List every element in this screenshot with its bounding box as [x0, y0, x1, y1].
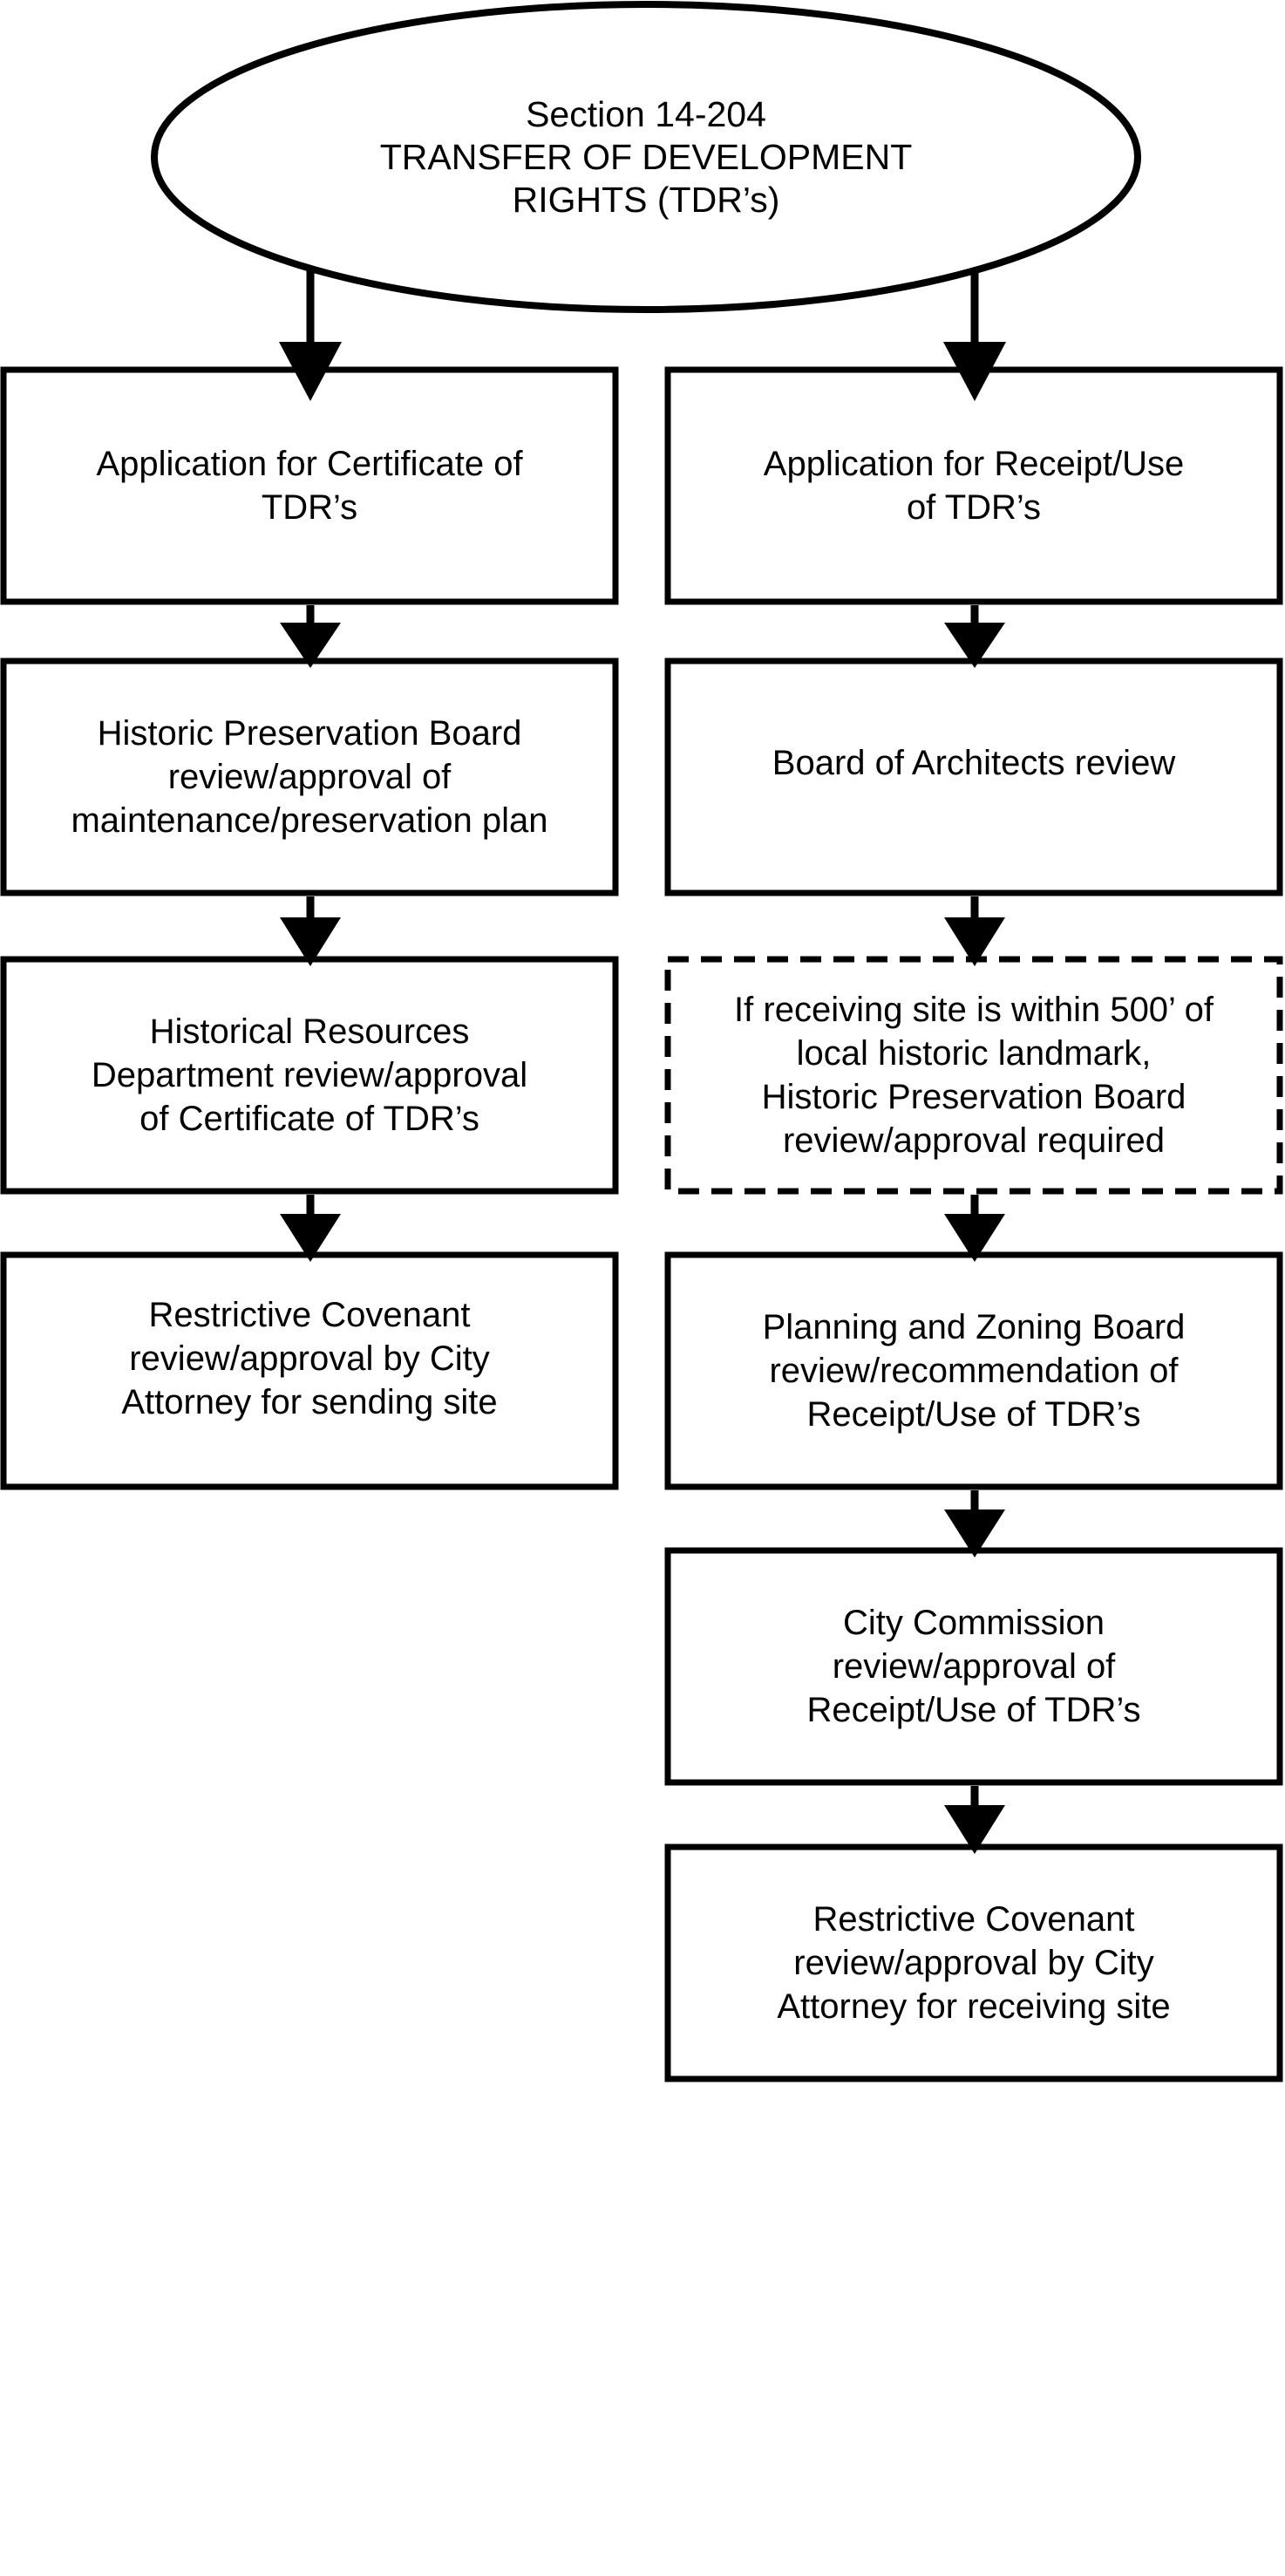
receiving-step-1-label: Application for Receipt/Use of TDR’s: [763, 445, 1185, 527]
sending-step-3-label: Historical Resources Department review/a…: [91, 1012, 528, 1138]
connector-sending-3-4: [280, 1195, 341, 1262]
connector-receiving-5-6: [944, 1786, 1005, 1854]
receiving-step-5-label: City Commission review/approval of Recei…: [806, 1604, 1141, 1729]
connector-sending-2-3: [280, 896, 341, 966]
sending-step-2-label: Historic Preservation Board review/appro…: [71, 714, 548, 840]
receiving-step-3-label: If receiving site is within 500’ of loca…: [734, 991, 1214, 1160]
header-ellipse: [151, 1, 1141, 313]
sending-step-4-label: Restrictive Covenant review/approval by …: [121, 1296, 498, 1421]
receiving-step-2-label: Board of Architects review: [772, 744, 1176, 782]
receiving-box-1: [664, 366, 1283, 605]
sending-box-1: [0, 366, 619, 605]
receiving-step-4-label: Planning and Zoning Board review/recomme…: [762, 1308, 1186, 1434]
connector-receiving-3-4: [944, 1195, 1005, 1262]
header-title: Section 14-204 TRANSFER OF DEVELOPMENT R…: [379, 93, 913, 220]
connector-receiving-2-3: [944, 896, 1005, 966]
receiving-step-6-label: Restrictive Covenant review/approval by …: [777, 1900, 1171, 2026]
connector-receiving-4-5: [944, 1490, 1005, 1557]
connector-sending-1-2: [280, 605, 341, 668]
connector-receiving-1-2: [944, 605, 1005, 668]
sending-step-1-label: Application for Certificate of TDR’s: [96, 445, 523, 527]
